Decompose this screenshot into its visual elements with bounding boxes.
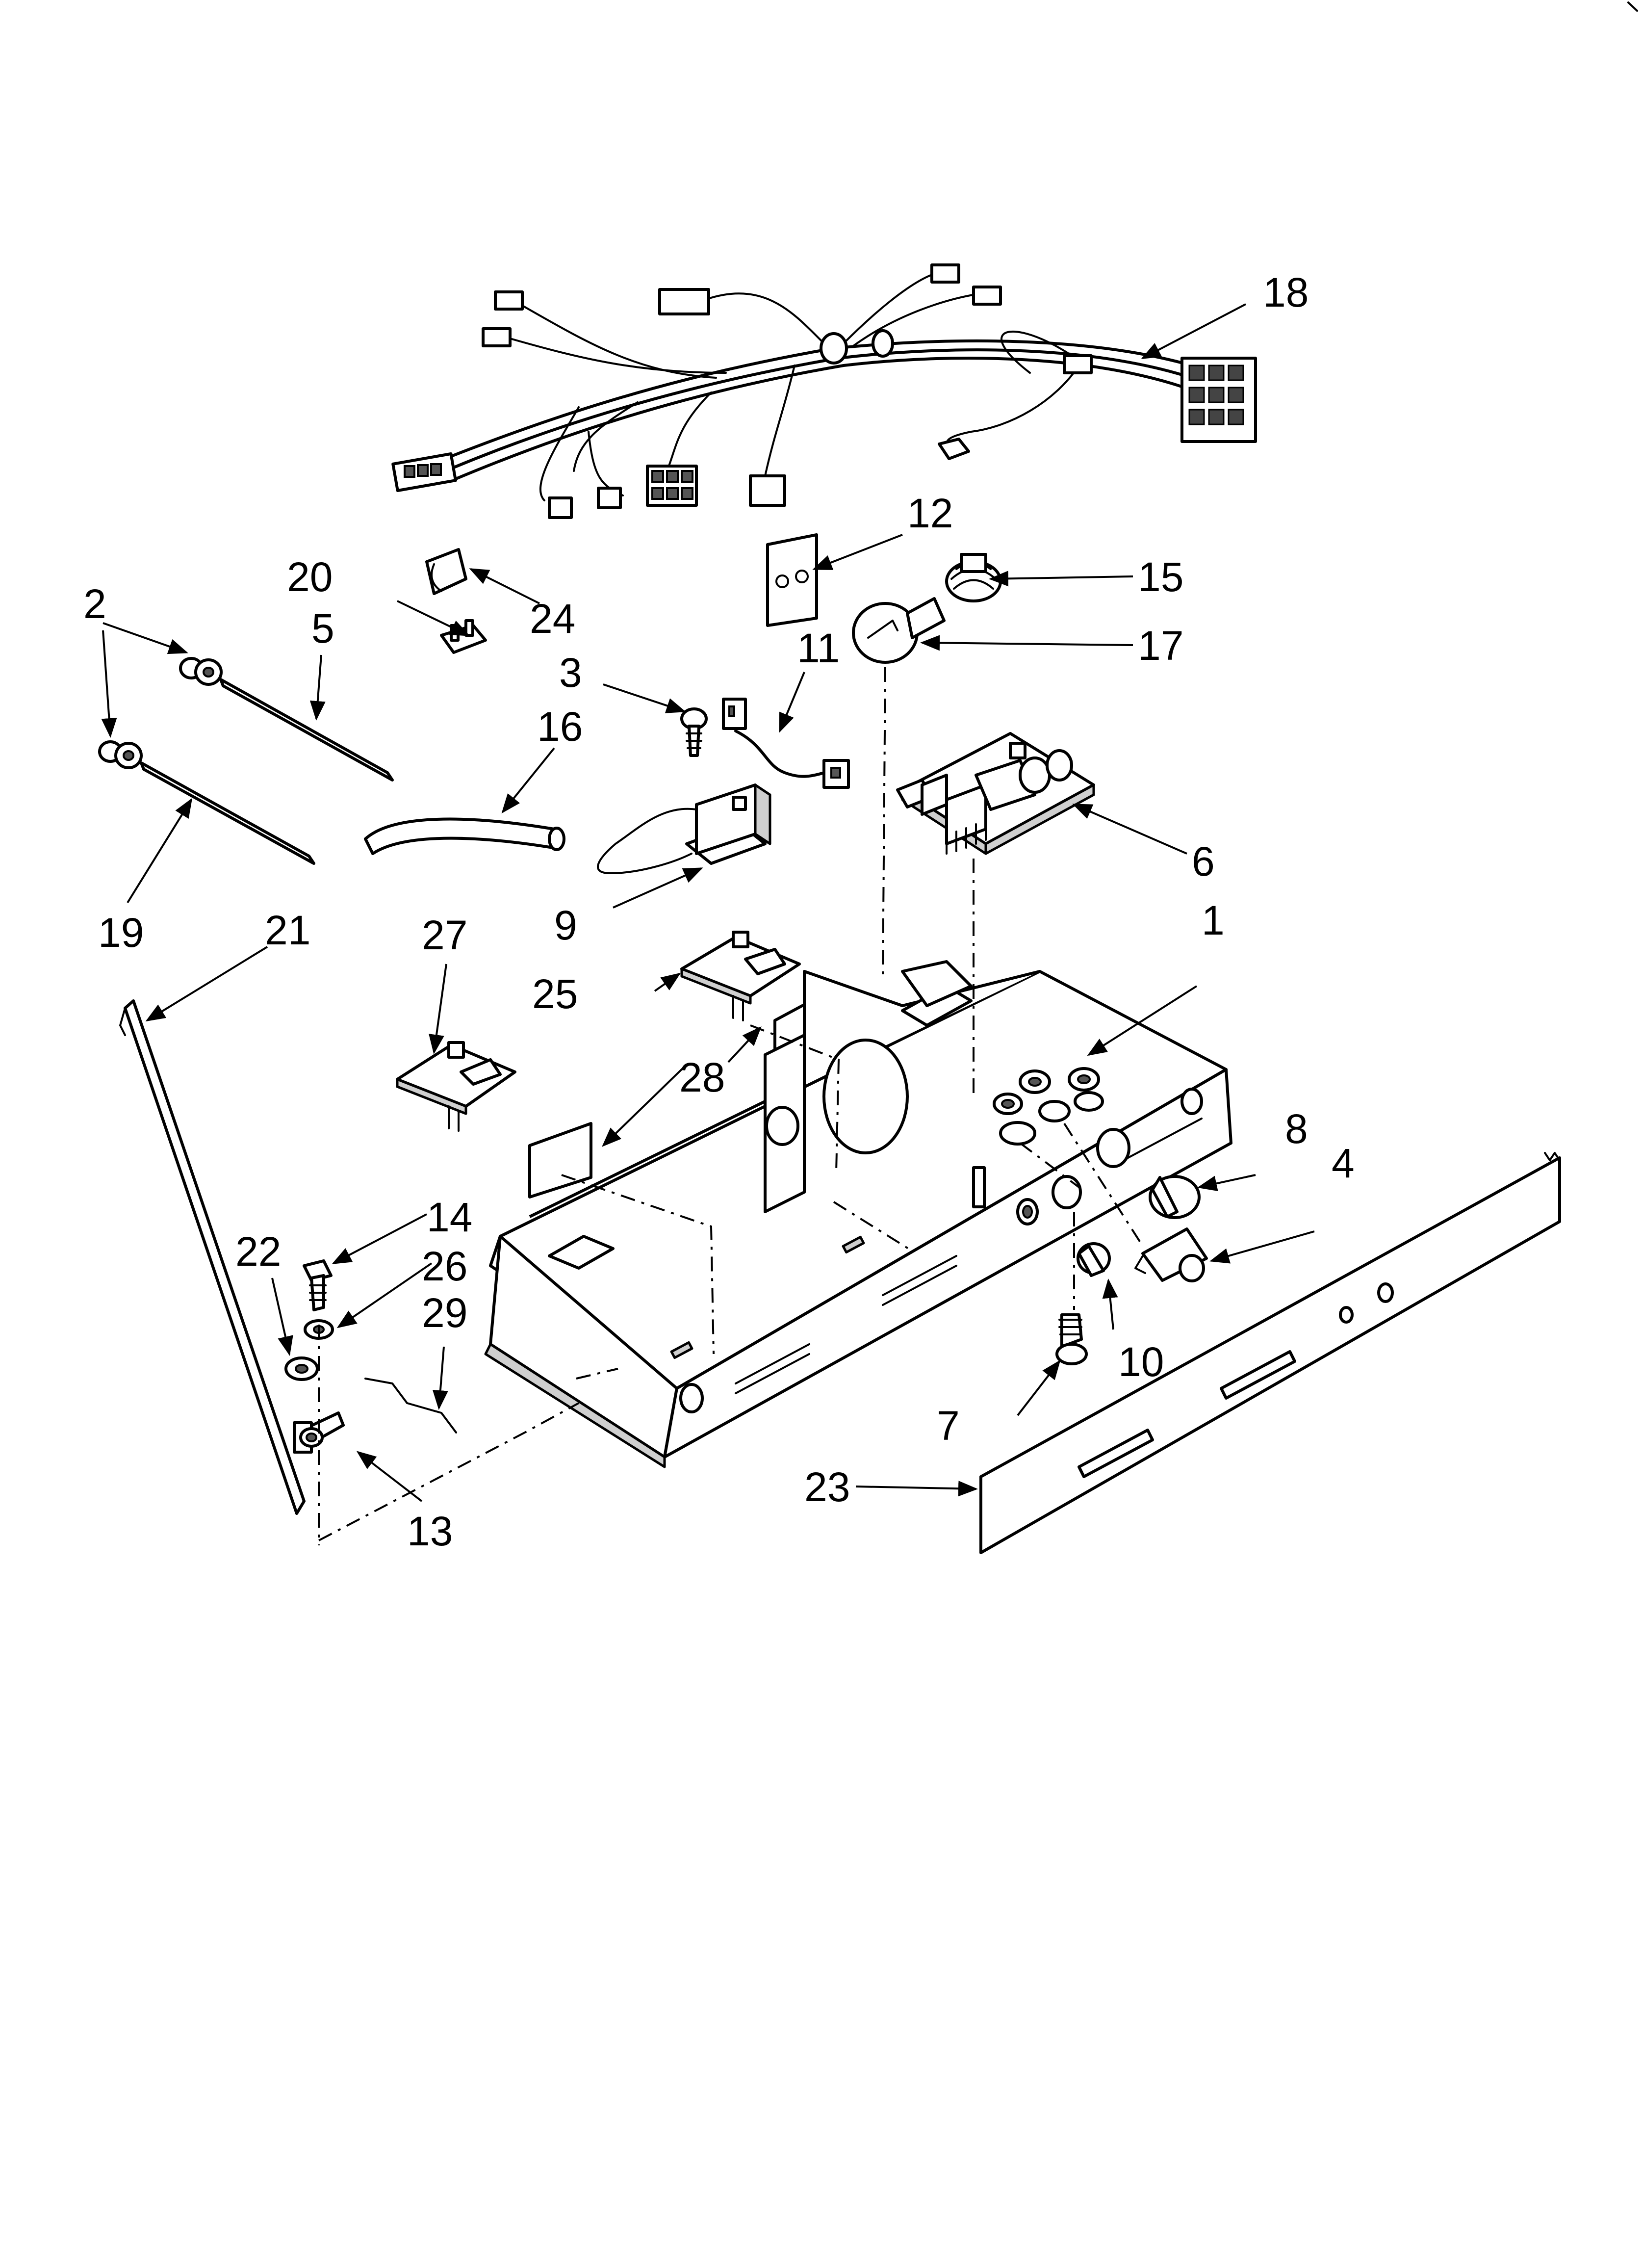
callout-22: 22 xyxy=(235,1228,281,1275)
harness-clip xyxy=(425,548,467,595)
corner-mark xyxy=(1627,1,1638,12)
control-housing xyxy=(484,960,1232,1468)
callout-26: 26 xyxy=(422,1243,467,1289)
callout-2: 2 xyxy=(83,581,106,627)
callout-11: 11 xyxy=(797,625,840,671)
grommet-upper xyxy=(179,657,223,686)
callout-arrows xyxy=(101,303,1315,1502)
control-board xyxy=(896,732,1095,855)
callout-20: 20 xyxy=(287,554,333,600)
door-switch xyxy=(597,783,771,874)
callout-19: 19 xyxy=(98,910,144,956)
callout-25: 25 xyxy=(532,971,578,1017)
hinge-bolt xyxy=(303,1259,333,1311)
front-trim-panel xyxy=(979,1152,1561,1554)
front-rod xyxy=(119,999,306,1515)
callout-7: 7 xyxy=(937,1403,960,1449)
callout-17: 17 xyxy=(1138,623,1183,669)
callout-6: 6 xyxy=(1192,838,1215,885)
callout-5: 5 xyxy=(311,605,334,652)
callout-1: 1 xyxy=(1202,897,1225,943)
wire-harness xyxy=(391,263,1257,519)
callout-16: 16 xyxy=(537,704,583,750)
washer-large xyxy=(284,1356,319,1381)
spring-wire xyxy=(364,1378,457,1434)
rod-upper xyxy=(219,678,394,782)
grommet-lower xyxy=(98,740,143,769)
callout-21: 21 xyxy=(265,907,310,953)
callout-14: 14 xyxy=(427,1194,472,1240)
push-button xyxy=(1077,1242,1111,1277)
light-bulb xyxy=(852,597,946,664)
lamp-socket xyxy=(945,553,1002,602)
callout-23: 23 xyxy=(804,1464,850,1510)
thermostat xyxy=(1134,1227,1208,1282)
sensor-bracket-lower xyxy=(396,1041,516,1132)
callout-10: 10 xyxy=(1118,1339,1164,1385)
callout-8: 8 xyxy=(1285,1106,1308,1152)
callout-29: 29 xyxy=(422,1290,467,1336)
callout-3: 3 xyxy=(559,650,582,696)
hinge-bracket xyxy=(293,1411,345,1454)
jumper-wire xyxy=(722,698,850,789)
callout-labels: 1 2 3 4 5 6 7 8 9 10 11 12 13 14 15 16 1… xyxy=(83,269,1355,1554)
control-knob xyxy=(1149,1175,1201,1219)
insulation-tape-lower xyxy=(528,1122,592,1199)
rod-lower xyxy=(140,761,315,865)
switch-screw xyxy=(680,707,708,757)
callout-27: 27 xyxy=(422,912,467,958)
drain-tube xyxy=(364,817,565,855)
housing-screw xyxy=(1055,1313,1088,1365)
callout-9: 9 xyxy=(554,902,577,948)
callout-12: 12 xyxy=(907,490,953,536)
callout-4: 4 xyxy=(1332,1140,1355,1186)
callout-18: 18 xyxy=(1263,269,1308,315)
callout-24: 24 xyxy=(530,596,575,642)
callout-13: 13 xyxy=(407,1508,453,1554)
callout-15: 15 xyxy=(1138,554,1183,600)
light-switch-pad xyxy=(766,533,818,627)
assembly-guide-lines xyxy=(318,667,1144,1545)
callout-28: 28 xyxy=(679,1054,725,1100)
sensor-bracket-upper xyxy=(680,931,801,1021)
